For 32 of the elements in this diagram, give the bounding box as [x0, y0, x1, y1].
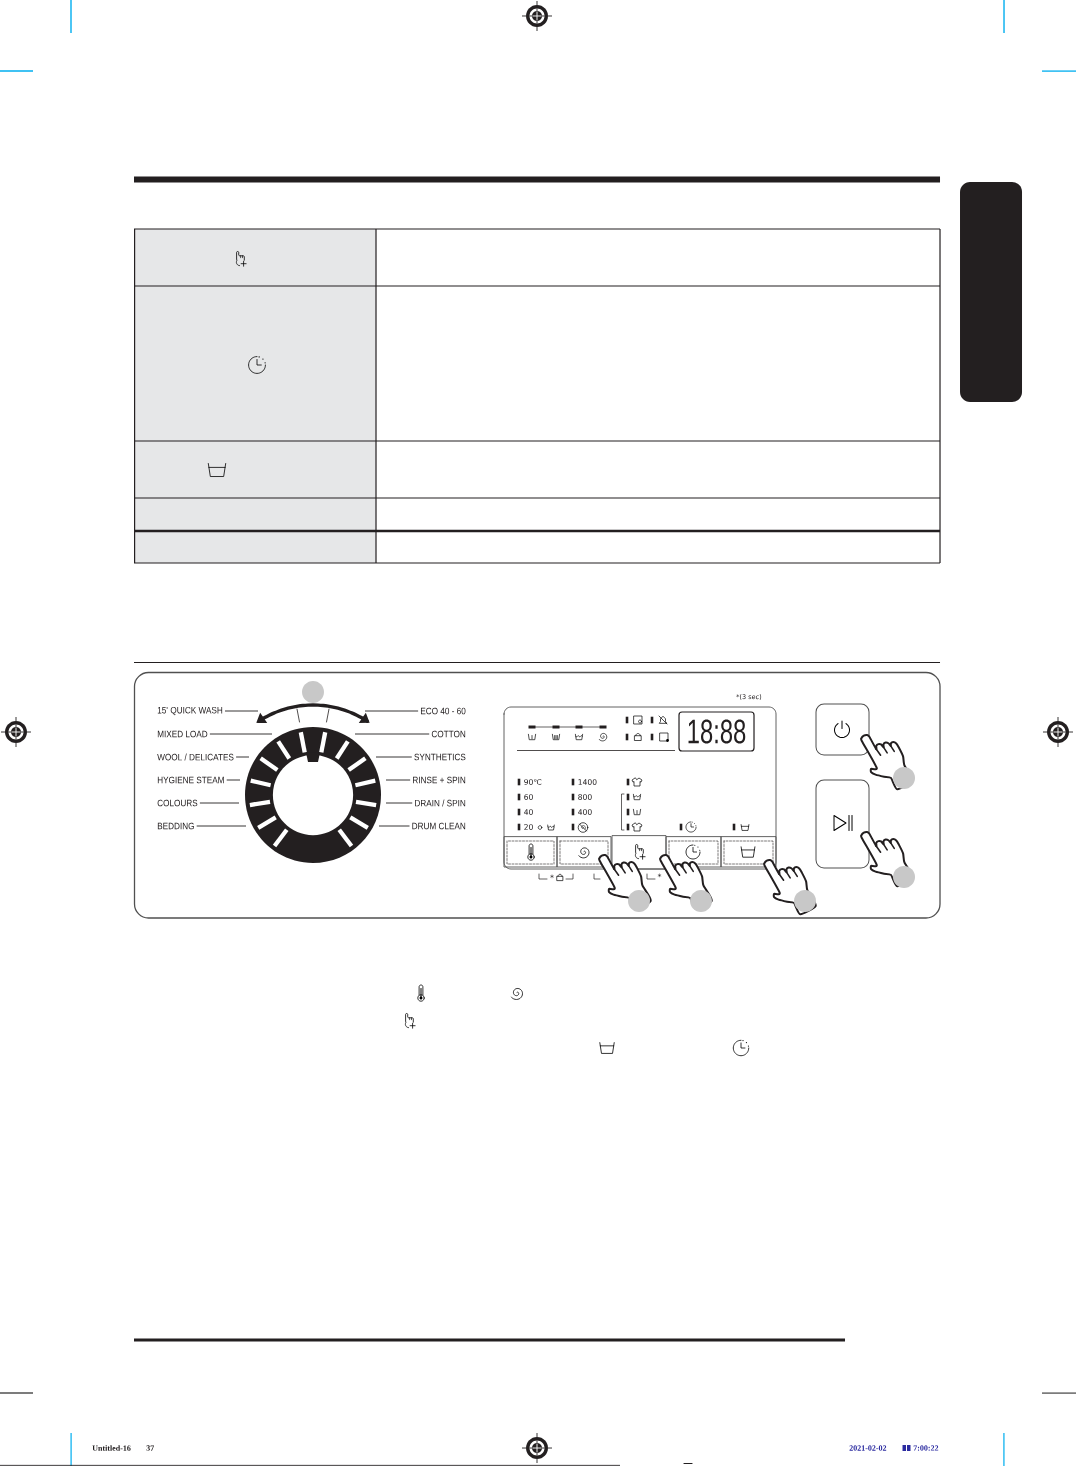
program-label: RINSE + SPIN — [413, 776, 466, 784]
leader-line — [385, 802, 413, 804]
slug-text: 37 — [146, 1445, 154, 1451]
side-tab — [960, 182, 1022, 402]
leader-line — [364, 710, 419, 712]
slug-text: 2021-02-02 — [849, 1445, 887, 1451]
slug-text: Untitled-16 — [92, 1445, 131, 1451]
program-label: MIXED LOAD — [157, 730, 208, 738]
asterisk-note: * — [550, 874, 554, 879]
leader-line — [199, 802, 240, 804]
asterisk-note: * — [657, 873, 662, 878]
program-label: BEDDING — [157, 822, 194, 830]
leader-line — [226, 779, 241, 781]
leader-line — [209, 733, 273, 735]
program-label: DRAIN / SPIN — [415, 799, 466, 807]
leader-line — [235, 756, 250, 758]
leader-line — [378, 825, 410, 827]
leader-line — [224, 710, 259, 712]
leader-line — [196, 825, 247, 827]
leader-line — [385, 779, 411, 781]
program-label: COLOURS — [157, 799, 198, 807]
program-label: DRUM CLEAN — [412, 822, 466, 830]
program-label: COTTON — [431, 730, 466, 738]
program-label: WOOL / DELICATES — [157, 753, 234, 761]
program-label: HYGIENE STEAM — [157, 776, 224, 784]
program-label: SYNTHETICS — [414, 753, 466, 761]
program-label: ECO 40 - 60 — [421, 707, 466, 715]
program-label: 15' QUICK WASH — [157, 706, 223, 716]
leader-line — [354, 733, 430, 735]
slug-text: 7:00:22 — [913, 1445, 939, 1451]
leader-line — [375, 756, 413, 758]
digit-display: 18:88 — [678, 711, 755, 752]
